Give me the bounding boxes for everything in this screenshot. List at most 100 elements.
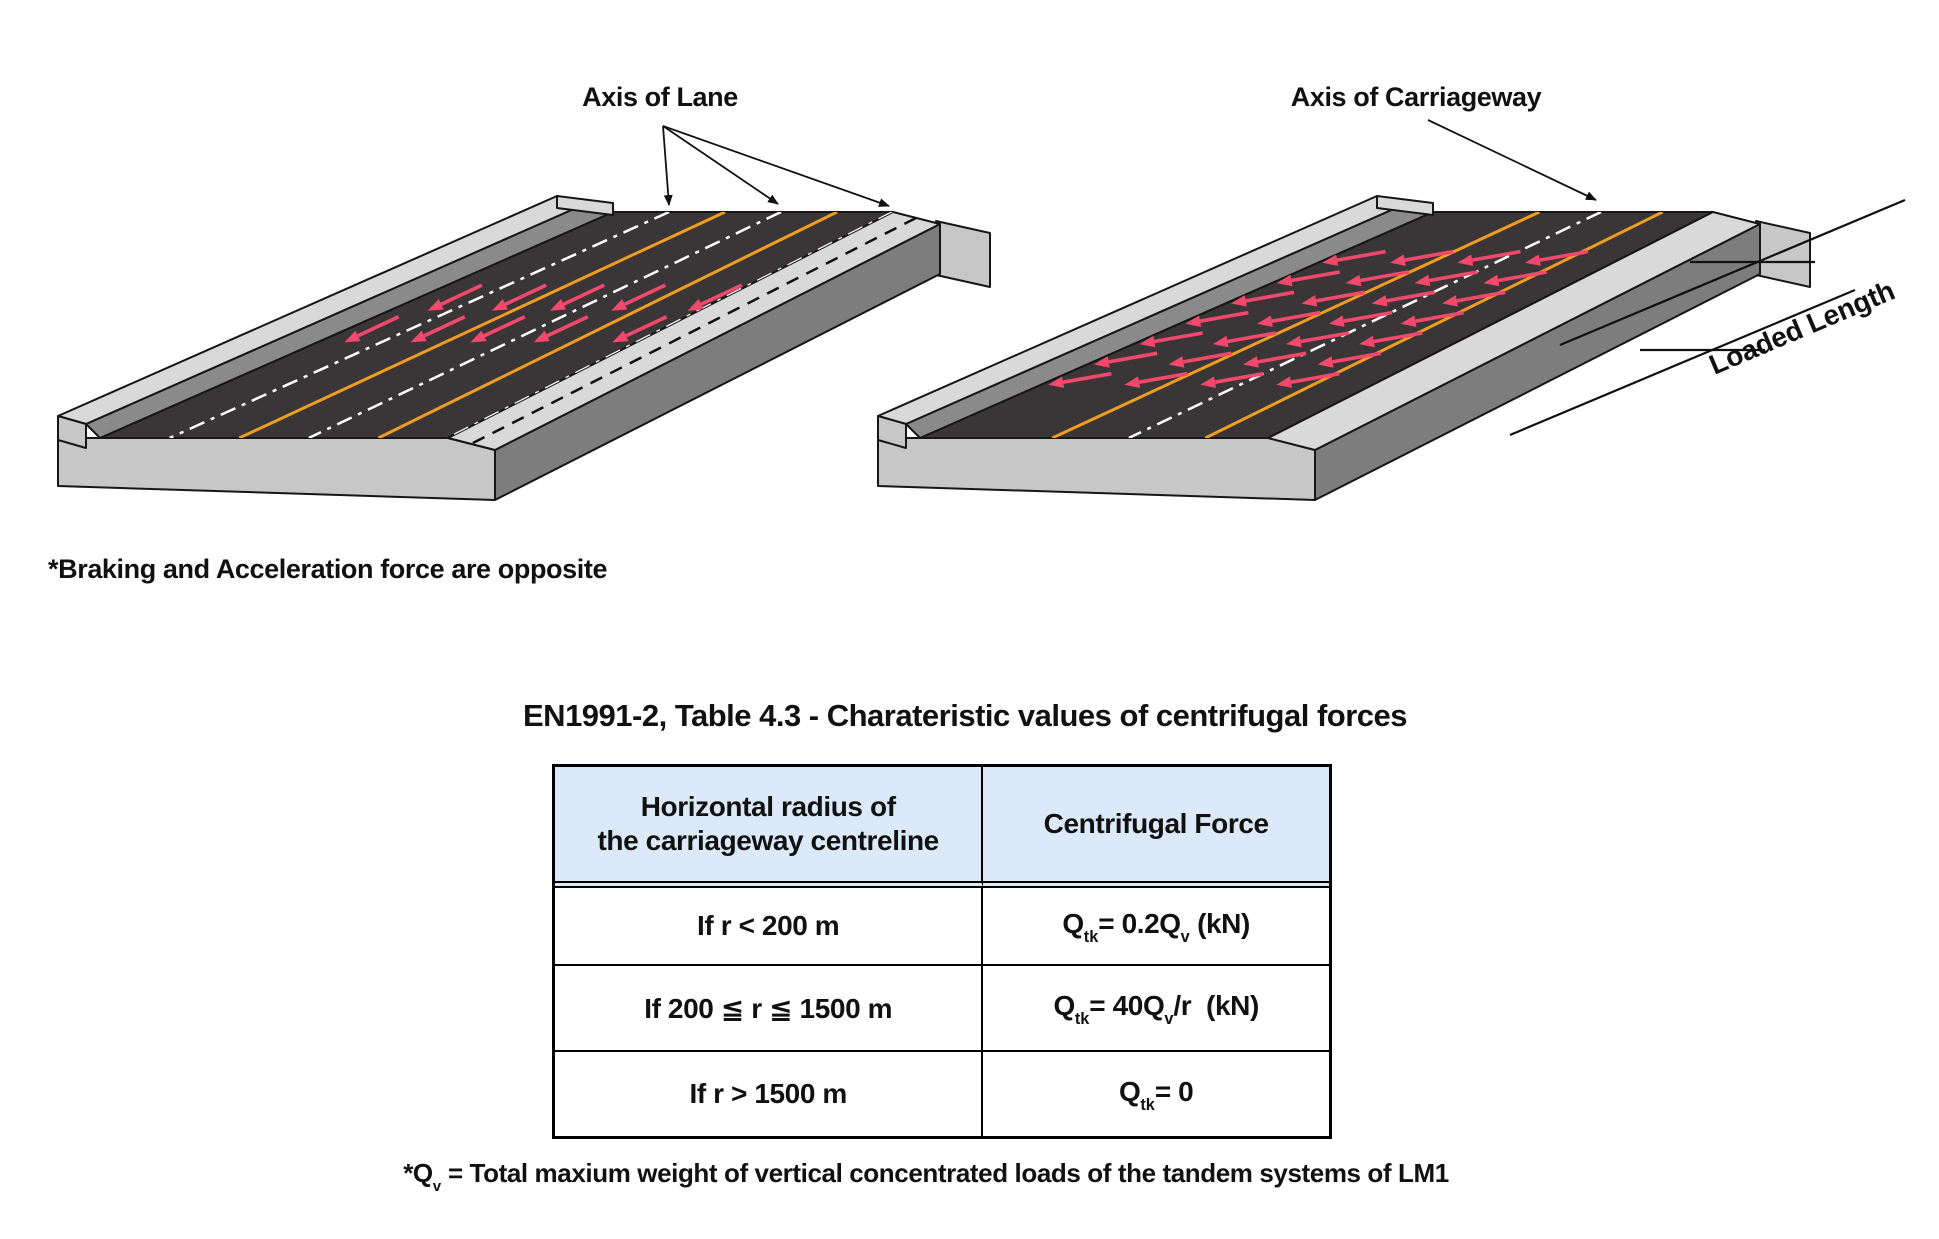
force-arrow-shaft (1154, 331, 1203, 344)
force-arrow-shaft (1386, 290, 1436, 303)
lane-boundary-orange-line (238, 212, 726, 438)
header-radius-cell: Horizontal radius of the carriageway cen… (555, 767, 984, 888)
deck-braking (57, 195, 991, 501)
force-arrow-head (1200, 376, 1217, 388)
loaded-length-dimension-lines (1509, 198, 1906, 437)
force-formula: Qtk= 40Qv/r (kN) (1053, 989, 1259, 1029)
force-arrow-head (1389, 254, 1406, 266)
force-arrow-head (1048, 376, 1065, 388)
force-arrow-head (1414, 274, 1431, 287)
force-arrow-shaft (1062, 371, 1112, 384)
radius-cell: If 200 ≦ r ≦ 1500 m (555, 964, 984, 1050)
force-arrow-shaft (1245, 290, 1295, 303)
force-arrow-shaft (625, 315, 668, 338)
force-arrow-shaft (1300, 331, 1350, 344)
table-row: If r < 200 m Qtk= 0.2Qv (kN) (555, 888, 1329, 964)
header-force-cell: Centrifugal Force (983, 767, 1329, 888)
force-arrow-head (410, 330, 427, 343)
braking-note: *Braking and Acceleration force are oppo… (48, 554, 608, 584)
force-arrow-shaft (1182, 351, 1232, 364)
force-arrow-head (549, 299, 567, 311)
force-formula: Qtk= 0.2Qv (kN) (1062, 907, 1250, 947)
force-arrow-shaft (1497, 270, 1547, 283)
force-arrow-head (427, 299, 444, 311)
force-arrow-shaft (1404, 249, 1454, 262)
force-arrow-head (1168, 356, 1185, 368)
table-footnote: *Qv = Total maxium weight of vertical co… (403, 1158, 1449, 1195)
deck-centrifugal-markings (1048, 212, 1664, 438)
force-arrow-head (1317, 356, 1334, 368)
header-radius-line2: the carriageway centreline (597, 825, 940, 856)
force-cell: Qtk= 0.2Qv (kN) (983, 888, 1329, 964)
force-arrow-head (612, 330, 629, 343)
force-arrow-head (1185, 315, 1202, 327)
force-arrow-shaft (1257, 351, 1307, 364)
force-arrow-head (1139, 335, 1156, 348)
force-arrow-head (470, 330, 487, 343)
force-arrow-shaft (562, 283, 605, 306)
force-arrow-shaft (1456, 290, 1506, 303)
force-arrow-shaft (423, 315, 466, 338)
force-arrow-head (1243, 356, 1259, 368)
force-arrow-shaft (1471, 249, 1521, 262)
force-arrow-shaft (1415, 310, 1464, 323)
table-row: If r > 1500 m Qtk= 0 (555, 1050, 1329, 1136)
force-arrow-shaft (1271, 310, 1321, 323)
radius-cell: If r < 200 m (555, 888, 984, 964)
lane-axis-dashdot-line (169, 212, 670, 438)
force-arrow-head (1276, 376, 1292, 388)
force-arrow-head (1442, 295, 1458, 307)
force-arrow-head (1231, 295, 1247, 307)
force-arrow-head (1457, 254, 1474, 266)
force-cell: Qtk= 0 (983, 1050, 1329, 1136)
lane-boundary-orange-line (1051, 212, 1541, 438)
force-arrow-head (1285, 335, 1302, 348)
lane-axis-dashdot-line (1128, 212, 1602, 438)
force-arrow-shaft (483, 315, 526, 338)
curb-dashed-edge-line (470, 216, 917, 446)
centrifugal-force-table: Horizontal radius of the carriageway cen… (552, 764, 1332, 1139)
table-title: EN1991-2, Table 4.3 - Charateristic valu… (523, 698, 1408, 733)
force-arrow-shaft (1199, 310, 1249, 323)
force-arrow-head (1301, 295, 1318, 307)
force-arrow-head (1371, 295, 1388, 307)
bridge-decks-diagram (57, 119, 1906, 501)
force-arrow-shaft (357, 315, 400, 338)
force-arrow-head (1276, 274, 1293, 287)
force-arrow-head (1524, 254, 1541, 266)
header-radius-line1: Horizontal radius of (640, 790, 896, 822)
force-cell: Qtk= 40Qv/r (kN) (983, 964, 1329, 1050)
force-arrow-shaft (1108, 351, 1158, 364)
force-arrow-shaft (1332, 351, 1382, 364)
force-formula: Qtk= 0 (1119, 1075, 1194, 1115)
axis-of-carriageway-label: Axis of Carriageway (1290, 82, 1542, 112)
lane-boundary-orange-line (377, 212, 838, 438)
force-arrow-shaft (1315, 290, 1365, 303)
force-arrow-head (611, 299, 628, 311)
force-arrow-head (1257, 315, 1273, 327)
force-arrow-shaft (1429, 270, 1478, 283)
force-arrow-head (1328, 315, 1345, 327)
force-arrow-shaft (1290, 371, 1340, 384)
force-arrow-shaft (1214, 371, 1264, 384)
force-arrow-head (1359, 335, 1375, 348)
force-arrow-head (1345, 274, 1362, 287)
axis-of-carriageway-leader (1427, 119, 1597, 201)
force-arrow-shaft (546, 315, 589, 338)
force-arrow-shaft (1373, 331, 1423, 344)
force-arrow-head (491, 299, 508, 311)
force-arrow-head (1322, 254, 1339, 266)
radius-cell: If r > 1500 m (555, 1050, 984, 1136)
deck-centrifugal (877, 195, 1811, 501)
force-arrow-head (1212, 335, 1229, 348)
force-arrow-shaft (1336, 249, 1386, 262)
force-arrow-shaft (1227, 331, 1277, 344)
table-header-row: Horizontal radius of the carriageway cen… (555, 767, 1329, 888)
axis-of-lane-label: Axis of Lane (582, 82, 738, 112)
force-arrow-shaft (1138, 371, 1188, 384)
force-arrow-head (1093, 356, 1110, 368)
force-arrow-head (1483, 274, 1500, 287)
lane-axis-dashdot-line (308, 212, 782, 438)
force-arrow-shaft (623, 283, 667, 306)
